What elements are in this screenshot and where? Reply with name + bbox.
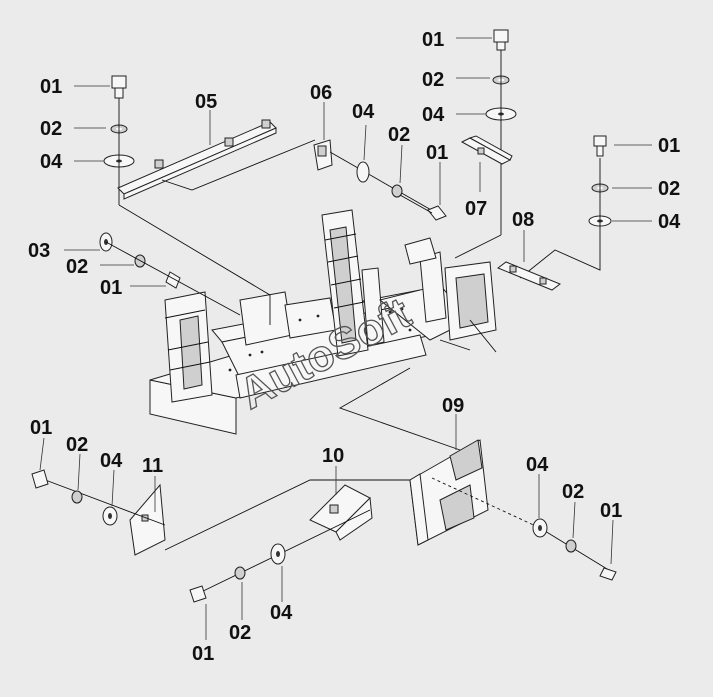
callout-labels: 01 02 04 05 06 04 02 01 01 02 04 07 08 0… bbox=[28, 29, 681, 665]
callout-01-left-mid: 01 bbox=[100, 277, 122, 299]
part-10-fasteners bbox=[189, 543, 286, 603]
callout-08: 08 bbox=[512, 209, 534, 231]
callout-01-top-center: 01 bbox=[422, 29, 444, 51]
callout-02-right: 02 bbox=[658, 178, 680, 200]
top-center-fastener-stack bbox=[454, 29, 517, 259]
part-05-bracket bbox=[117, 119, 316, 200]
callout-02-top-center: 02 bbox=[422, 69, 444, 91]
callout-09: 09 bbox=[442, 395, 464, 417]
callout-04-bottom-right: 04 bbox=[526, 454, 549, 476]
leader-lines bbox=[39, 37, 652, 640]
callout-04-right: 04 bbox=[658, 211, 681, 233]
part-09-panel bbox=[338, 367, 613, 573]
callout-02-left-mid: 02 bbox=[66, 256, 88, 278]
callout-07: 07 bbox=[465, 198, 487, 220]
part-11-fasteners bbox=[31, 469, 118, 526]
callout-01-bottom-left: 01 bbox=[30, 417, 52, 439]
right-fastener-stack bbox=[519, 135, 612, 279]
callout-01-top-left: 01 bbox=[40, 76, 62, 98]
callout-04-top-left: 04 bbox=[40, 151, 63, 173]
left-mid-fastener-stack bbox=[99, 232, 241, 316]
callout-04-bottom-left: 04 bbox=[100, 450, 123, 472]
callout-02-bottom-right: 02 bbox=[562, 481, 584, 503]
part-08-bracket bbox=[496, 261, 562, 291]
callout-02-bottom-left: 02 bbox=[66, 434, 88, 456]
callout-01-upper-mid: 01 bbox=[426, 142, 448, 164]
callout-10: 10 bbox=[322, 445, 344, 467]
part-11-plate bbox=[39, 477, 410, 556]
callout-06: 06 bbox=[310, 82, 332, 104]
callout-04-bottom: 04 bbox=[270, 602, 293, 624]
callout-01-bottom-right: 01 bbox=[600, 500, 622, 522]
top-left-fastener-stack bbox=[103, 75, 271, 325]
callout-02-top-left: 02 bbox=[40, 118, 62, 140]
part-06-bracket bbox=[313, 139, 447, 221]
part-10-bracket bbox=[194, 484, 373, 596]
callout-01-bottom: 01 bbox=[192, 643, 214, 665]
callout-04-top-center: 04 bbox=[422, 104, 445, 126]
chassis-frame bbox=[149, 209, 497, 435]
callout-02-upper-mid: 02 bbox=[388, 124, 410, 146]
callout-03: 03 bbox=[28, 240, 50, 262]
callout-02-bottom: 02 bbox=[229, 622, 251, 644]
callout-04-upper-mid: 04 bbox=[352, 101, 375, 123]
part-07-bracket bbox=[460, 135, 513, 165]
callout-05: 05 bbox=[195, 91, 217, 113]
callout-11: 11 bbox=[142, 455, 163, 477]
callout-01-right: 01 bbox=[658, 135, 680, 157]
part-09-right-fasteners bbox=[532, 518, 617, 581]
